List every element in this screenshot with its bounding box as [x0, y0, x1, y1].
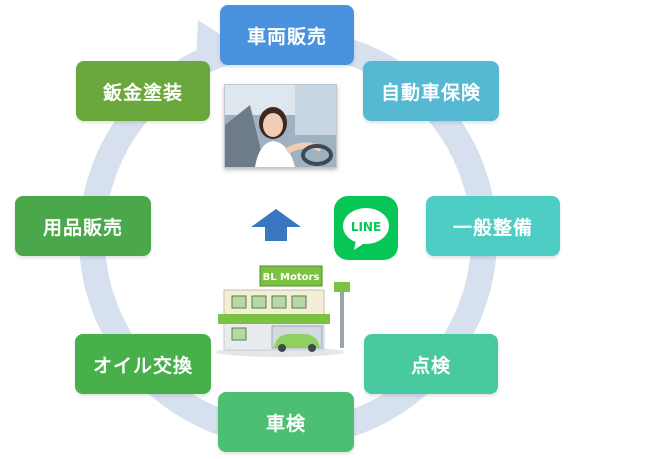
line-logo-text: LINE: [351, 220, 381, 234]
up-arrow-icon: [251, 209, 301, 241]
line-app-icon: LINE: [334, 196, 398, 260]
node-accessory-sales: 用品販売: [15, 196, 151, 256]
node-body-paint: 鈑金塗装: [76, 61, 210, 121]
node-car-insurance: 自動車保険: [363, 61, 499, 121]
node-oil-change: オイル交換: [75, 334, 211, 394]
driver-photo: [224, 84, 337, 168]
node-vehicle-sales: 車両販売: [220, 5, 354, 65]
node-shaken-inspection: 車検: [218, 392, 354, 452]
bl-motors-shop-illustration: BL Motors: [216, 265, 350, 357]
cycle-arrowhead: [196, 20, 232, 60]
node-general-maintenance: 一般整備: [426, 196, 560, 256]
node-inspection: 点検: [364, 334, 498, 394]
building-sign-text: BL Motors: [263, 272, 320, 283]
